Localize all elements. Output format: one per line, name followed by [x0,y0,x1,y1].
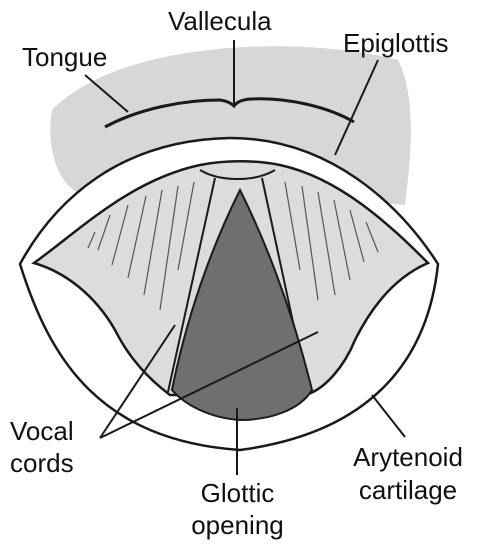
label-vocal-cords-2: cords [10,448,74,478]
label-glottic-opening-2: opening [191,510,284,540]
right-fold-hatching [284,181,379,301]
label-epiglottis: Epiglottis [343,28,449,58]
left-fold-hatching [87,181,195,311]
label-tongue: Tongue [22,42,108,72]
label-arytenoid-1: Arytenoid [353,442,463,472]
vocal-cord-left [167,177,216,393]
epiglottic-tubercle [199,169,276,180]
label-vocal-cords-1: Vocal [10,416,74,446]
label-glottic-opening-1: Glottic [200,478,275,508]
label-vallecula: Vallecula [168,6,272,36]
glottic-opening [170,187,314,422]
label-arytenoid-2: cartilage [358,475,458,505]
vallecula-groove [104,97,355,129]
leader-lines [84,40,406,475]
